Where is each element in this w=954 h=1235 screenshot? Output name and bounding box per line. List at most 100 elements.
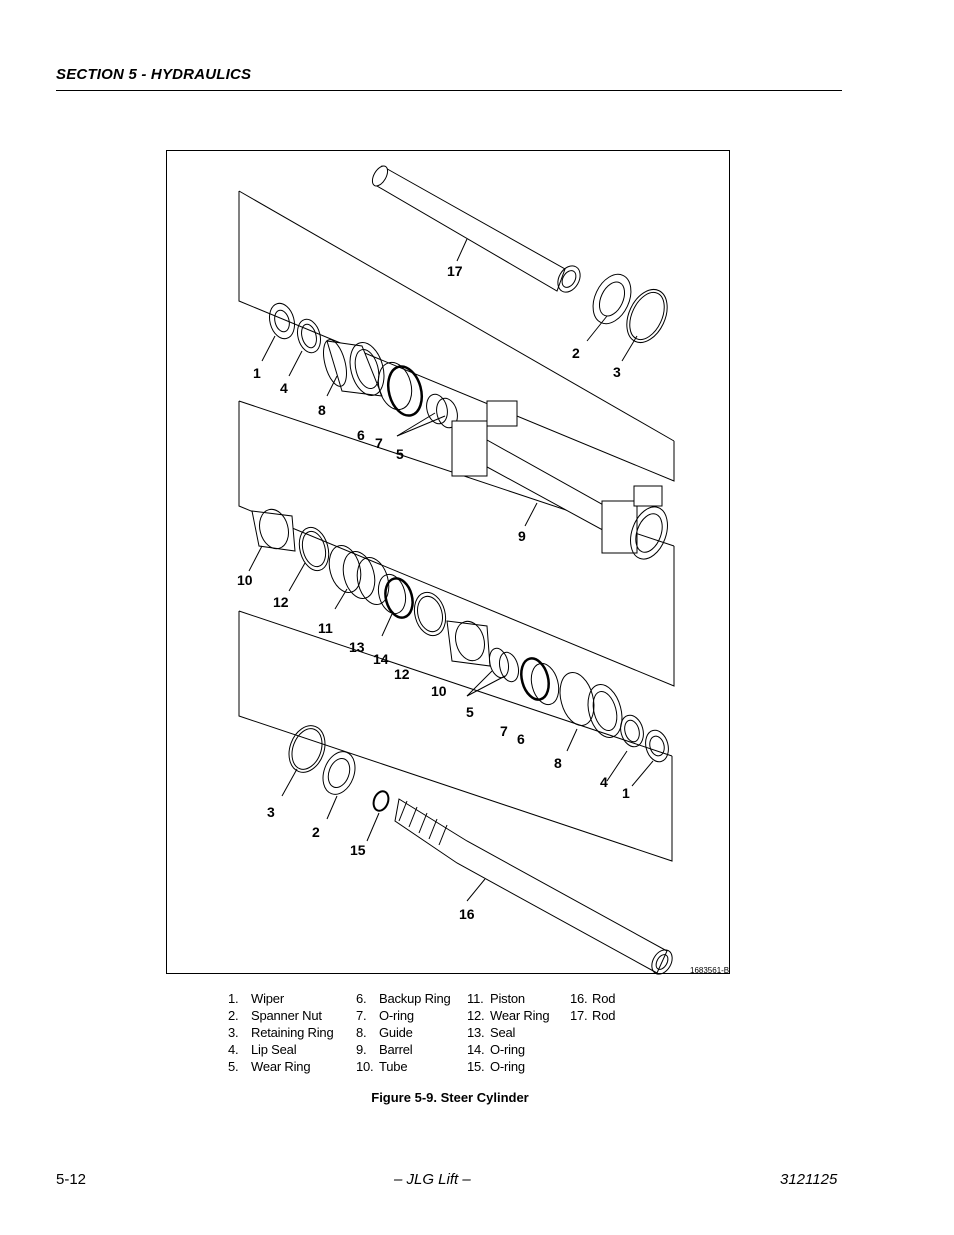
legend-item: 7. O-ring <box>356 1007 451 1024</box>
legend-num: 14. <box>467 1042 485 1057</box>
callout-12-right: 12 <box>394 666 410 682</box>
wear-ring-middle-right <box>413 591 447 637</box>
wiper-upper <box>269 302 295 340</box>
assembly-plane-top <box>238 191 675 482</box>
callout-7-lower: 7 <box>500 723 508 739</box>
legend-num: 8. <box>356 1025 367 1040</box>
callout-8-upper: 8 <box>318 402 326 418</box>
callout-4-lower: 4 <box>600 774 608 790</box>
legend-num: 5. <box>228 1059 239 1074</box>
legend-label: O-ring <box>379 1008 414 1023</box>
legend-label: Barrel <box>379 1042 413 1057</box>
callout-9: 9 <box>518 528 526 544</box>
legend-num: 7. <box>356 1008 367 1023</box>
legend-label: Retaining Ring <box>251 1025 334 1040</box>
legend-item: 14.O-ring <box>467 1041 549 1058</box>
callout-16: 16 <box>459 906 475 922</box>
callout-6-upper: 6 <box>357 427 365 443</box>
header-rule <box>56 90 842 91</box>
tube-middle <box>251 508 296 552</box>
exploded-diagram-frame: 17 2 3 1 4 8 6 7 5 9 10 12 11 1 3 14 12 1… <box>166 150 730 975</box>
legend-label: Piston <box>490 991 525 1006</box>
legend-column-2: 6.Backup Ring 7.O-ring 8.Guide 9.Barrel … <box>356 990 451 1075</box>
o-ring-upper <box>386 365 424 417</box>
piston-middle <box>328 544 390 606</box>
legend-item: 12. Wear Ring <box>467 1007 550 1024</box>
legend-label: Tube <box>379 1059 408 1074</box>
legend-item: 15.O-ring <box>467 1058 549 1075</box>
rod-16-drawing <box>394 798 673 975</box>
callout-8-lower: 8 <box>554 755 562 771</box>
legend-item: 6.Backup Ring <box>356 990 451 1007</box>
page-number: 5-12 <box>56 1171 87 1188</box>
callout-5-lower: 5 <box>466 704 474 720</box>
o-ring-15 <box>372 790 390 812</box>
legend-item: 1.Wiper <box>228 990 333 1007</box>
legend-num: 10. <box>356 1059 374 1074</box>
legend-item: 10. Tube <box>356 1058 451 1075</box>
callout-4-upper: 4 <box>280 380 288 396</box>
legend-column-4: 16.Rod 17.Rod <box>570 990 615 1024</box>
legend-num: 16. <box>570 991 588 1006</box>
callout-3-top: 3 <box>613 364 621 380</box>
legend-num: 1. <box>228 991 239 1006</box>
legend-label: Wear Ring <box>251 1059 311 1074</box>
callout-15: 15 <box>350 842 366 858</box>
legend-item: 4. Lip Seal <box>228 1041 333 1058</box>
legend-label: Seal <box>490 1025 516 1040</box>
o-ring-lower <box>520 657 550 701</box>
rod-17-drawing <box>371 165 581 293</box>
wear-ring-middle-left <box>298 526 330 572</box>
seal-middle <box>377 573 407 615</box>
callout-11: 11 <box>318 620 333 636</box>
callout-1-lower: 1 <box>622 785 630 801</box>
retaining-ring-lower <box>288 725 326 773</box>
callout-5-upper: 5 <box>396 446 404 462</box>
lip-seal-upper <box>296 318 322 354</box>
legend-column-1: 1.Wiper 2.Spanner Nut 3. Retaining Ring 4… <box>228 990 334 1075</box>
footer-publisher: – JLG Lift – <box>394 1171 471 1188</box>
tube-middle-right <box>446 620 491 667</box>
legend-label: Wear Ring <box>490 1008 550 1023</box>
figure-caption: Figure 5-9. Steer Cylinder <box>371 1090 529 1105</box>
legend-label: Rod <box>592 1008 616 1023</box>
callout-12-left: 12 <box>273 594 289 610</box>
o-ring-middle <box>384 577 414 619</box>
lip-seal-lower <box>620 714 644 748</box>
assembly-plane-middle <box>238 401 675 687</box>
legend-item: 5. Wear Ring <box>228 1058 333 1075</box>
callout-10-right: 10 <box>431 683 447 699</box>
callout-1-upper: 1 <box>253 365 261 381</box>
spanner-nut-top <box>592 273 632 325</box>
assembly-plane-bottom <box>238 611 673 862</box>
legend-num: 12. <box>467 1008 485 1023</box>
callout-7-upper: 7 <box>375 435 383 451</box>
guide-lower <box>559 672 623 738</box>
callout-2-bottom: 2 <box>312 824 320 840</box>
legend-item: 8. Guide <box>356 1024 451 1041</box>
callout-17: 17 <box>447 263 463 279</box>
barrel-9-drawing <box>451 400 668 560</box>
legend-label: Guide <box>379 1025 413 1040</box>
spanner-nut-lower <box>322 751 356 795</box>
retaining-ring-top <box>626 289 668 343</box>
legend-item: 9. Barrel <box>356 1041 451 1058</box>
callout-14: 14 <box>373 651 389 667</box>
legend-num: 6. <box>356 991 367 1006</box>
legend-num: 2. <box>228 1008 239 1023</box>
callout-3-bottom: 3 <box>267 804 275 820</box>
legend-label: Rod <box>592 991 616 1006</box>
steer-cylinder-exploded-diagram: 17 2 3 1 4 8 6 7 5 9 10 12 11 1 3 14 12 1… <box>237 165 729 975</box>
legend-num: 9. <box>356 1042 367 1057</box>
document-number: 3121125 <box>780 1171 838 1188</box>
section-header: SECTION 5 - HYDRAULICS <box>56 66 252 83</box>
legend-item: 13.Seal <box>467 1024 549 1041</box>
legend-item: 3. Retaining Ring <box>228 1024 334 1041</box>
legend-num: 3. <box>228 1025 239 1040</box>
legend-item: 16. Rod <box>570 990 615 1007</box>
legend-item: 2.Spanner Nut <box>228 1007 333 1024</box>
legend-label: Lip Seal <box>251 1042 297 1057</box>
backup-ring-upper <box>377 361 413 411</box>
backup-ring-lower <box>530 662 560 706</box>
legend-num: 4. <box>228 1042 239 1057</box>
